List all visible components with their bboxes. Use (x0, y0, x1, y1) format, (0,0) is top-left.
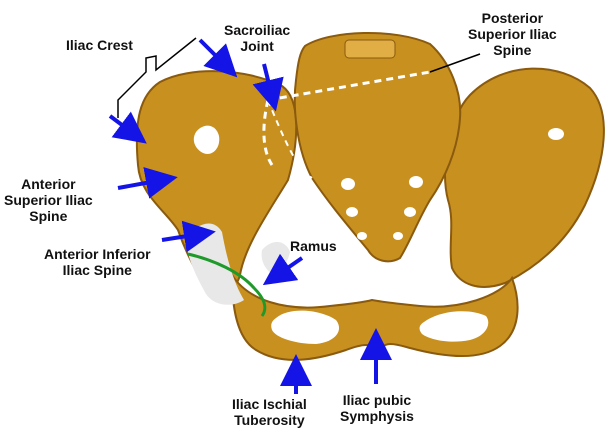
sacral-foramen-6 (393, 232, 403, 240)
sacral-foramen-5 (357, 232, 367, 240)
label-sacroiliac-joint: Sacroiliac Joint (224, 22, 290, 54)
label-ramus: Ramus (290, 238, 337, 254)
sacral-foramen-2 (409, 176, 423, 188)
label-anterior-superior-iliac-spine: Anterior Superior Iliac Spine (4, 176, 93, 224)
sacrum (295, 33, 460, 261)
sacral-foramen-3 (346, 207, 358, 217)
label-iliac-ischial-tuberosity: Iliac Ischial Tuberosity (232, 396, 307, 428)
right-ilium (445, 69, 604, 287)
label-anterior-inferior-iliac-spine: Anterior Inferior Iliac Spine (44, 246, 151, 278)
label-iliac-pubic-symphysis: Iliac pubic Symphysis (340, 392, 414, 424)
right-ilium-foramen (548, 128, 564, 140)
label-iliac-crest: Iliac Crest (66, 37, 133, 53)
arrow-iliac-crest-upper (200, 40, 226, 66)
label-posterior-superior-iliac-spine: Posterior Superior Iliac Spine (468, 10, 557, 58)
sacral-foramen-4 (404, 207, 416, 217)
sacral-promontory (345, 40, 395, 58)
arrow-iliac-crest-lower (110, 116, 134, 134)
sacral-foramen-1 (341, 178, 355, 190)
